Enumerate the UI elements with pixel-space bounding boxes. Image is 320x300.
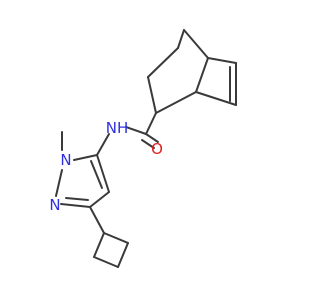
carbonyl-oxygen-label: O (151, 140, 163, 158)
bond-cb-2 (117, 242, 129, 268)
amide-nh-label: NH (106, 119, 129, 137)
structure-diagram: NH O N N (49, 29, 237, 268)
bond-c4-c3 (89, 191, 110, 208)
bond-ch-bridgehead (155, 91, 197, 114)
bond-vinyl-bridgehead (207, 57, 237, 64)
bond-bridgehead-ch2 (147, 47, 179, 78)
bond-cb-4 (93, 232, 105, 258)
bond-c5-n1 (73, 154, 98, 161)
amide-group (96, 112, 159, 156)
bond-carbonyl-o-b (141, 139, 155, 149)
bond-carbonyl-o-a (145, 133, 159, 143)
bond-ch-carbonyl (145, 112, 157, 135)
pyrazole-ring (55, 131, 110, 208)
bond-carbonyl-nh (125, 126, 147, 135)
atom-labels: NH O N N (49, 119, 163, 214)
bond-ch2-ch (147, 76, 157, 114)
bond-nh-pyrazole (96, 133, 110, 156)
pyrazole-n1-label: N (60, 151, 71, 169)
bond-bridgehead-bridgehead (195, 57, 209, 93)
pyrazole-n2-label: N (49, 196, 60, 214)
bond-c3-n2-a (60, 203, 91, 208)
bond-c3-cyclobutyl (89, 206, 105, 234)
bond-c5-c4-b (90, 160, 103, 189)
bond-cb-3 (93, 256, 119, 268)
bond-c3-n2-b (65, 197, 89, 201)
bond-bridge-right (183, 29, 209, 59)
bond-bridgehead-vinyl (195, 91, 237, 106)
norbornene-ring (147, 29, 237, 114)
bond-cb-1 (103, 232, 129, 244)
bond-n2-n1 (55, 169, 63, 197)
bond-bridge-left (177, 29, 185, 49)
bond-c5-c4-a (96, 154, 110, 193)
cyclobutyl-ring (89, 206, 129, 268)
